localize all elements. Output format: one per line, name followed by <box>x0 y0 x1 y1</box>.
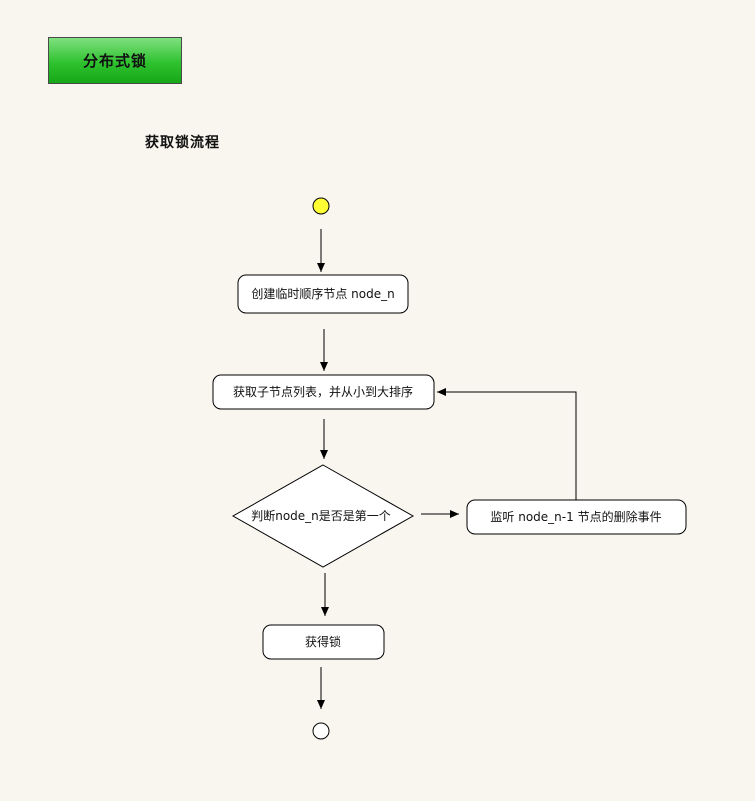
end-node <box>312 722 330 740</box>
node-create-sequential: 创建临时顺序节点 node_n <box>237 274 409 314</box>
node-list-children: 获取子节点列表，并从小到大排序 <box>212 374 435 410</box>
edge-watch-loop-to-list <box>437 388 577 500</box>
section-title: 获取锁流程 <box>145 135 220 151</box>
title-box: 分布式锁 <box>48 37 182 84</box>
start-node <box>312 197 330 215</box>
node-acquire-lock: 获得锁 <box>262 624 385 660</box>
node-decision-is-first: 判断node_n是否是第一个 <box>231 464 415 568</box>
node-watch-delete: 监听 node_n-1 节点的删除事件 <box>466 499 687 535</box>
node-decision-label: 判断node_n是否是第一个 <box>251 508 391 523</box>
title-text: 分布式锁 <box>82 52 147 70</box>
node-watch-label: 监听 node_n-1 节点的删除事件 <box>490 509 661 524</box>
node-acquire-label: 获得锁 <box>305 634 341 649</box>
node-list-label: 获取子节点列表，并从小到大排序 <box>233 384 413 399</box>
node-create-label: 创建临时顺序节点 node_n <box>251 286 394 301</box>
